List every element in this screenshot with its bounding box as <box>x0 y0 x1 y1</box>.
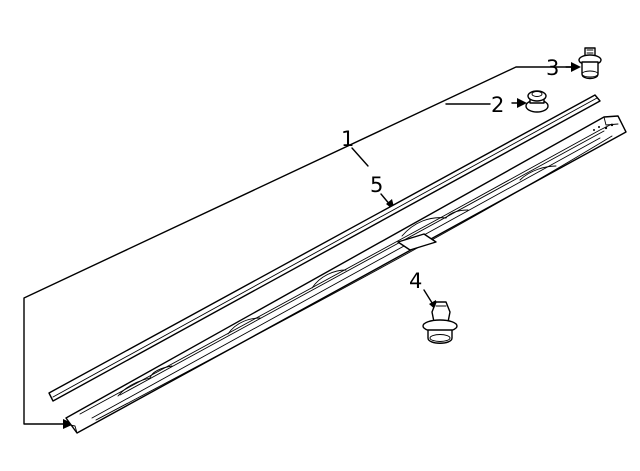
callout-5: 5 <box>370 173 383 197</box>
fastener-part-4 <box>422 301 458 344</box>
leader-1 <box>351 147 369 167</box>
callout-1: 1 <box>341 127 354 151</box>
callout-3: 3 <box>546 56 559 80</box>
leader-2 <box>445 98 527 108</box>
leader-3 <box>565 62 581 72</box>
rocker-tab <box>397 233 437 251</box>
clip-part-3 <box>578 47 602 80</box>
callout-4: 4 <box>409 269 422 293</box>
callout-2: 2 <box>491 93 504 117</box>
rocker-panel <box>65 115 627 434</box>
leader-bracket <box>23 66 573 429</box>
upper-molding-strip <box>48 94 601 402</box>
push-pin-part-2 <box>525 90 549 113</box>
